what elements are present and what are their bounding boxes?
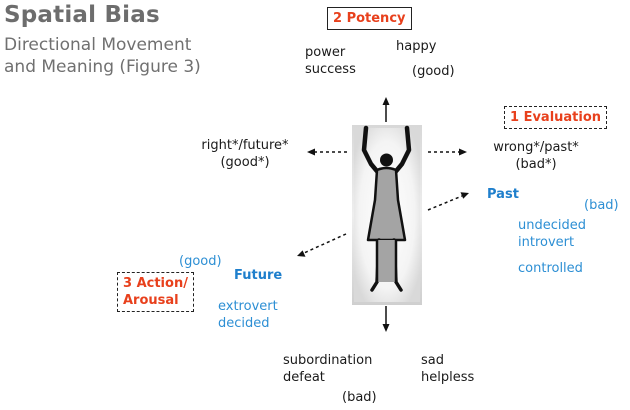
page-subtitle: Directional Movement and Meaning (Figure… — [4, 34, 201, 78]
future-trait-1: extrovert — [218, 299, 278, 314]
arrow-left-icon — [307, 148, 347, 156]
potency-up-left-line-1: power — [305, 45, 346, 60]
potency-up-left: power success — [305, 44, 356, 78]
action-box-line-1: 3 Action/ — [123, 276, 188, 291]
action-box-line-2: Arousal — [123, 293, 179, 308]
evaluation-right-line-1: wrong*/past* — [493, 140, 579, 155]
arrow-diagonal-down-left-icon — [297, 233, 347, 257]
potency-down-right-line-2: helpless — [421, 370, 475, 385]
action-arousal-box: 3 Action/ Arousal — [117, 272, 194, 312]
arrow-down-icon — [382, 306, 390, 332]
human-figure-icon — [361, 125, 412, 292]
past-trait-2: introvert — [518, 235, 575, 250]
page-title: Spatial Bias — [4, 2, 160, 28]
arrow-up-icon — [382, 97, 390, 122]
potency-box: 2 Potency — [327, 7, 412, 30]
potency-down-left-line-2: defeat — [283, 370, 325, 385]
past-trait-3: controlled — [518, 261, 583, 276]
arrow-right-icon — [428, 148, 467, 156]
past-traits: undecided introvert — [518, 217, 586, 251]
evaluation-left-line-1: right*/future* — [201, 138, 289, 153]
evaluation-right: wrong*/past* (bad*) — [482, 139, 590, 173]
past-heading: Past — [487, 187, 519, 202]
evaluation-box: 1 Evaluation — [504, 106, 608, 129]
evaluation-left: right*/future* (good*) — [190, 137, 300, 171]
potency-down-right: sad helpless — [421, 352, 474, 386]
potency-down-left-line-1: subordination — [283, 353, 373, 368]
future-traits: extrovert decided — [218, 298, 278, 332]
potency-down-left: subordination defeat — [283, 352, 372, 386]
potency-up-left-line-2: success — [305, 62, 356, 77]
future-heading: Future — [234, 268, 283, 283]
potency-down-right-line-1: sad — [421, 353, 444, 368]
future-value: (good) — [179, 254, 222, 269]
arrow-diagonal-up-right-icon — [427, 192, 469, 211]
evaluation-right-line-2: (bad*) — [515, 157, 557, 172]
subtitle-line-1: Directional Movement — [4, 35, 192, 55]
past-trait-1: undecided — [518, 218, 586, 233]
subtitle-line-2: and Meaning (Figure 3) — [4, 57, 201, 77]
potency-up-right-line-2: (good) — [412, 64, 455, 79]
past-value: (bad) — [584, 198, 619, 213]
evaluation-left-line-2: (good*) — [220, 155, 270, 170]
potency-up-right-line-1: happy — [396, 39, 437, 54]
future-trait-2: decided — [218, 316, 270, 331]
potency-down-value: (bad) — [342, 390, 377, 405]
